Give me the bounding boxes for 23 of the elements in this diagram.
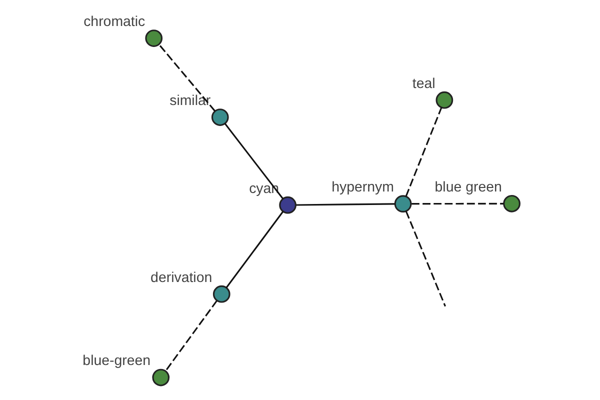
connector [405,210,446,307]
connector [226,211,284,288]
node-circle [436,91,454,109]
node-label: blue green [434,179,502,196]
node-label: teal [412,76,436,92]
connector [405,107,442,197]
connector [412,202,504,205]
node-circle [211,108,229,126]
node-label: derivation [150,270,212,286]
node-circle [394,195,412,212]
node-label: blue-green [82,353,151,370]
node-circle [152,368,170,386]
node-label: chromatic [84,14,146,30]
node-circle [279,196,296,214]
node-circle [145,30,163,47]
connector [165,300,218,372]
node-circle [503,194,520,212]
node-label: similar [170,92,211,109]
connector [296,203,395,206]
connector [158,44,216,112]
node-circle [212,285,230,303]
node-label: hypernym [332,180,394,196]
connector [224,123,284,200]
